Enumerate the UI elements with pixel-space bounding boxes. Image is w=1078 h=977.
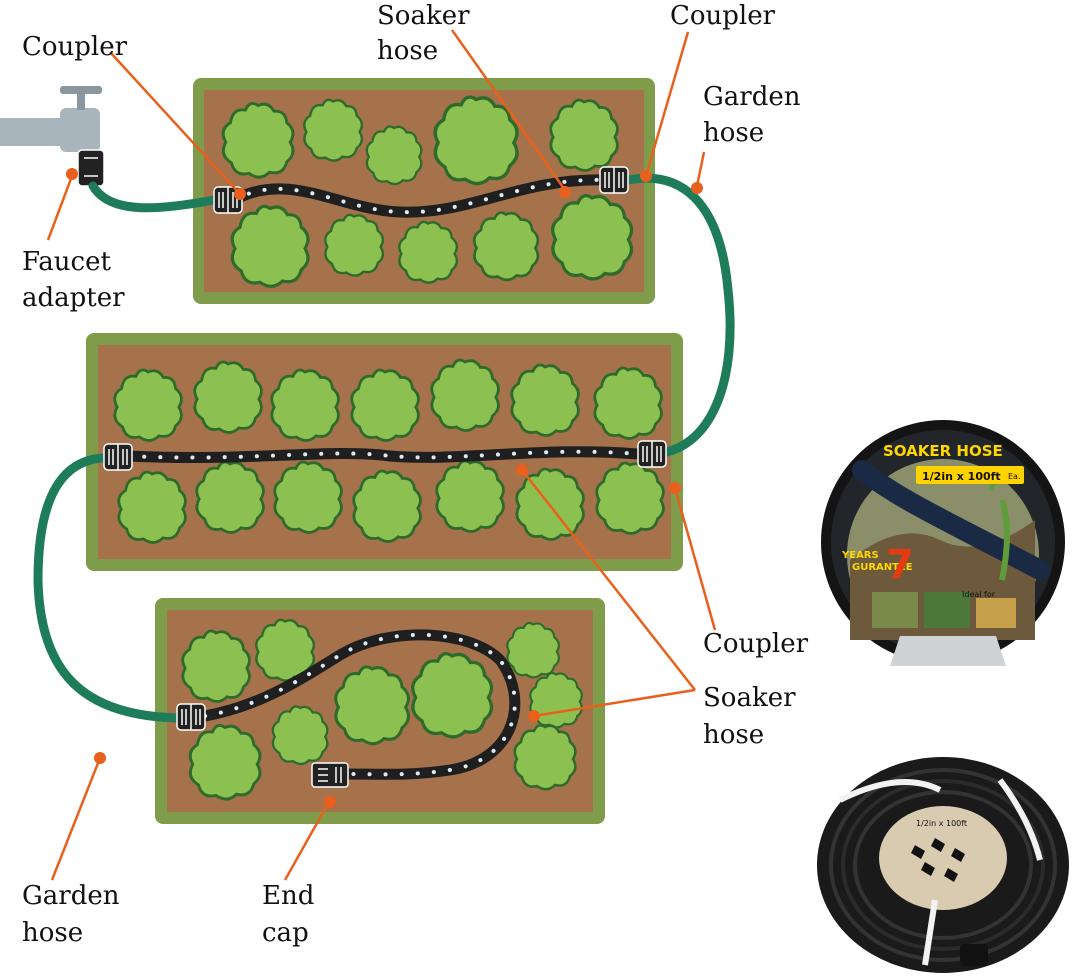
label-soaker-hose-bottom: hose [703,720,764,750]
faucet-adapter-icon [77,149,105,187]
product-hose-coil: 1/2in x 100ft [817,757,1069,973]
reel-size: 1/2in x 100ft [922,470,1001,483]
guarantee-label: GURANTEE [852,562,913,573]
label-garden-hose-left: hose [22,918,83,948]
reel-size-suffix: Ea. [1008,472,1021,481]
label-soaker-hose-bottom: Soaker [703,683,796,713]
guarantee-years-number: 7 [886,542,914,588]
label-garden-hose-right: hose [703,118,764,148]
soaker-hoses [122,174,644,780]
coupler-icon [176,703,206,731]
label-coupler-middle-right: Coupler [703,629,809,659]
garden-hose-faucet-to-bed [88,181,219,213]
label-end-cap: End [262,881,314,911]
label-end-cap: cap [262,918,309,948]
label-faucet-adapter: Faucet [22,247,111,277]
label-faucet-adapter: adapter [22,283,125,313]
garden-hoses [33,173,735,723]
callout-lines [46,29,717,881]
coupler-icon [103,443,133,471]
coupler-icon [599,166,629,194]
label-coupler-top-right: Coupler [670,1,776,31]
label-soaker-hose-top: hose [377,36,438,66]
ideal-for-label: Ideal for [962,590,996,599]
coil-size-label: 1/2in x 100ft [916,819,967,828]
garden-hose-right-loop [623,173,735,459]
end-cap-icon [311,762,349,788]
reel-title: SOAKER HOSE [883,442,1003,460]
guarantee-years-label: YEARS [841,550,879,561]
label-garden-hose-right: Garden [703,82,801,112]
coupler-icon [637,440,667,468]
callout-dots [66,168,703,808]
label-garden-hose-left: Garden [22,881,120,911]
diagram-labels: Coupler Soaker hose Coupler Garden hose … [22,1,809,948]
garden-hose-left-loop [33,453,190,723]
product-reel-package: SOAKER HOSE 1/2in x 100ft Ea. YEARS GURA… [821,420,1065,666]
label-soaker-hose-top: Soaker [377,1,470,31]
label-coupler-top-left: Coupler [22,32,128,62]
